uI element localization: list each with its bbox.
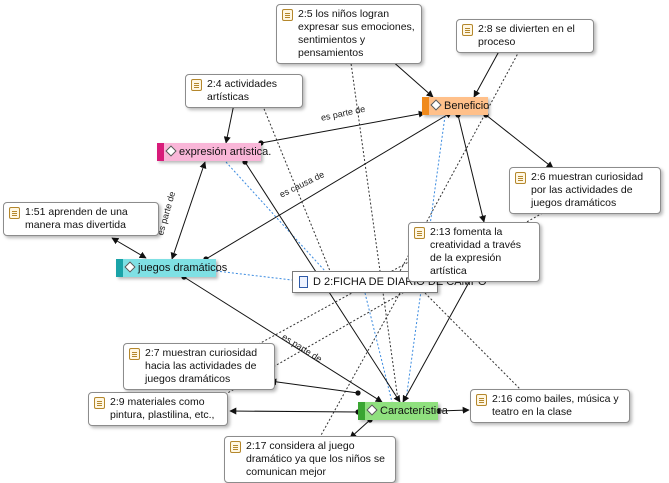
link-q1-51-juegos — [111, 237, 147, 259]
link-juegos-expresion — [170, 161, 207, 260]
link-endpoint-dot — [355, 390, 361, 396]
link-beneficio-q2-13 — [457, 114, 486, 223]
quotation-2-17[interactable]: 2:17 considera al juego dramático ya que… — [224, 436, 396, 483]
quotation-2-13[interactable]: 2:13 fomenta la creatividad a través de … — [408, 222, 540, 282]
quotation-icon — [191, 79, 202, 91]
link-beneficio-q2-6 — [485, 114, 554, 169]
code-juegos-dramaticos[interactable]: juegos dramáticos — [116, 259, 227, 277]
quotation-icon — [282, 9, 293, 21]
doclink-expresion — [225, 161, 326, 272]
code-color-stripe — [116, 259, 123, 277]
quotation-2-5[interactable]: 2:5 los niños logran expresar sus emocio… — [276, 4, 422, 64]
quotation-icon — [129, 348, 140, 360]
quotation-icon — [9, 207, 20, 219]
quotation-text: 2:9 materiales como pintura, plastilina,… — [110, 396, 215, 421]
quotation-2-9[interactable]: 2:9 materiales como pintura, plastilina,… — [88, 392, 228, 426]
quotation-text: 2:17 considera al juego dramático ya que… — [246, 440, 385, 478]
link-caracteristica-q2-9 — [229, 407, 359, 415]
dotted-q2-13-document — [254, 252, 426, 347]
code-color-stripe — [157, 143, 164, 161]
quotation-text: 2:8 se divierten en el proceso — [478, 23, 575, 48]
link-caracteristica-q2-16 — [437, 406, 470, 414]
code-diamond-icon — [165, 145, 177, 157]
doclink-caracteristica — [364, 292, 393, 403]
quotation-icon — [476, 394, 487, 406]
quotation-text: 2:4 actividades artísticas — [207, 78, 278, 103]
quotation-text: 2:5 los niños logran expresar sus emocio… — [298, 8, 415, 59]
quotation-1-51[interactable]: 1:51 aprenden de una manera mas divertid… — [3, 202, 159, 236]
link-caracteristica-q2-7 — [269, 378, 359, 394]
quotation-2-4[interactable]: 2:4 actividades artísticas — [185, 74, 303, 108]
link-caracteristica-q2-17 — [349, 419, 371, 439]
quotation-text: 1:51 aprenden de una manera mas divertid… — [25, 206, 128, 231]
quotation-text: 2:13 fomenta la creatividad a través de … — [430, 226, 522, 277]
quotation-icon — [414, 227, 425, 239]
quotation-2-6[interactable]: 2:6 muestran curiosidad por las activida… — [509, 167, 661, 214]
dotted-q2-6-document — [209, 202, 561, 404]
code-label: expresión artística. — [179, 146, 272, 158]
code-color-stripe — [422, 97, 429, 115]
quotation-icon — [230, 441, 241, 453]
quotation-icon — [462, 24, 473, 36]
dotted-q2-17-document — [319, 292, 401, 438]
doclink-juegos — [215, 270, 293, 281]
dotted-q2-5-document — [349, 55, 399, 401]
code-caracteristica[interactable]: Característica — [358, 402, 448, 420]
quotation-text: 2:6 muestran curiosidad por las activida… — [531, 171, 644, 209]
code-diamond-icon — [124, 261, 136, 273]
quotation-icon — [515, 172, 526, 184]
code-diamond-icon — [366, 404, 378, 416]
link-expresion-beneficio — [260, 110, 426, 144]
code-expresion-artistica[interactable]: expresión artística. — [157, 143, 271, 161]
dotted-q2-16-document — [424, 292, 521, 390]
quotation-2-8[interactable]: 2:8 se divierten en el proceso — [456, 19, 594, 53]
document-links — [215, 115, 446, 403]
quotation-2-7[interactable]: 2:7 muestran curiosidad hacia las activi… — [123, 343, 275, 390]
quotation-text: 2:7 muestran curiosidad hacia las activi… — [145, 347, 258, 385]
code-diamond-icon — [430, 99, 442, 111]
code-label: Característica — [380, 405, 448, 417]
quotation-icon — [94, 397, 105, 409]
dotted-q2-8-document — [399, 43, 524, 272]
code-label: juegos dramáticos — [138, 262, 228, 274]
link-juegos-beneficio — [205, 111, 453, 260]
code-beneficio[interactable]: Beneficio — [422, 97, 490, 115]
quotation-text: 2:16 como bailes, música y teatro en la … — [492, 393, 619, 418]
dotted-links — [209, 43, 561, 438]
code-label: Beneficio — [444, 100, 490, 112]
quotation-2-16[interactable]: 2:16 como bailes, música y teatro en la … — [470, 389, 630, 423]
code-color-stripe — [358, 402, 365, 420]
document-icon — [299, 276, 308, 288]
link-juegos-caracteristica — [183, 276, 383, 403]
